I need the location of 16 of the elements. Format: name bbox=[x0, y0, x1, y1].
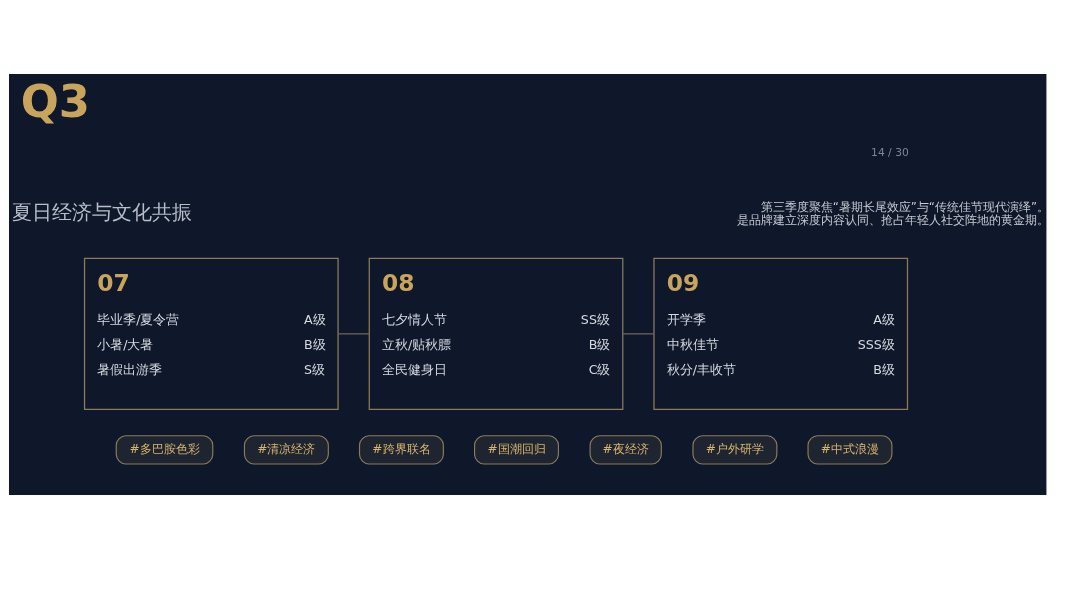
node-box: #多巴胺色彩 bbox=[115, 435, 214, 465]
diagram-title: Q3 bbox=[20, 74, 91, 128]
node-box: #夜经济 bbox=[589, 435, 662, 465]
node-box: #中式浪漫 bbox=[807, 435, 893, 465]
connector bbox=[337, 333, 370, 335]
label: 14 / 30 bbox=[871, 145, 909, 159]
node-box: #户外研学 bbox=[692, 435, 778, 465]
node-box: 08 七夕情人节 SS级 立秋/贴秋膘 B级 全民健身日 C级 bbox=[368, 257, 624, 411]
label: 夏日经济与文化共振 bbox=[12, 201, 193, 225]
label: 第三季度聚焦“暑期长尾效应”与“传统佳节现代演绎”。是品牌建立深度内容认同、抢占年轻人社交阵地的黄金期。 bbox=[737, 200, 1050, 227]
node-box: #国潮回归 bbox=[474, 435, 559, 465]
node-box: #跨界联名 bbox=[358, 435, 444, 465]
node-box: #清凉经济 bbox=[243, 435, 329, 465]
node-box: 09 开学季 A级 中秋佳节 SSS级 秋分/丰收节 B级 bbox=[653, 257, 909, 411]
node-box: 07 毕业季/夏令营 A级 小暑/大暑 B级 暑假出游季 S级 bbox=[83, 257, 339, 411]
connector bbox=[622, 333, 655, 335]
